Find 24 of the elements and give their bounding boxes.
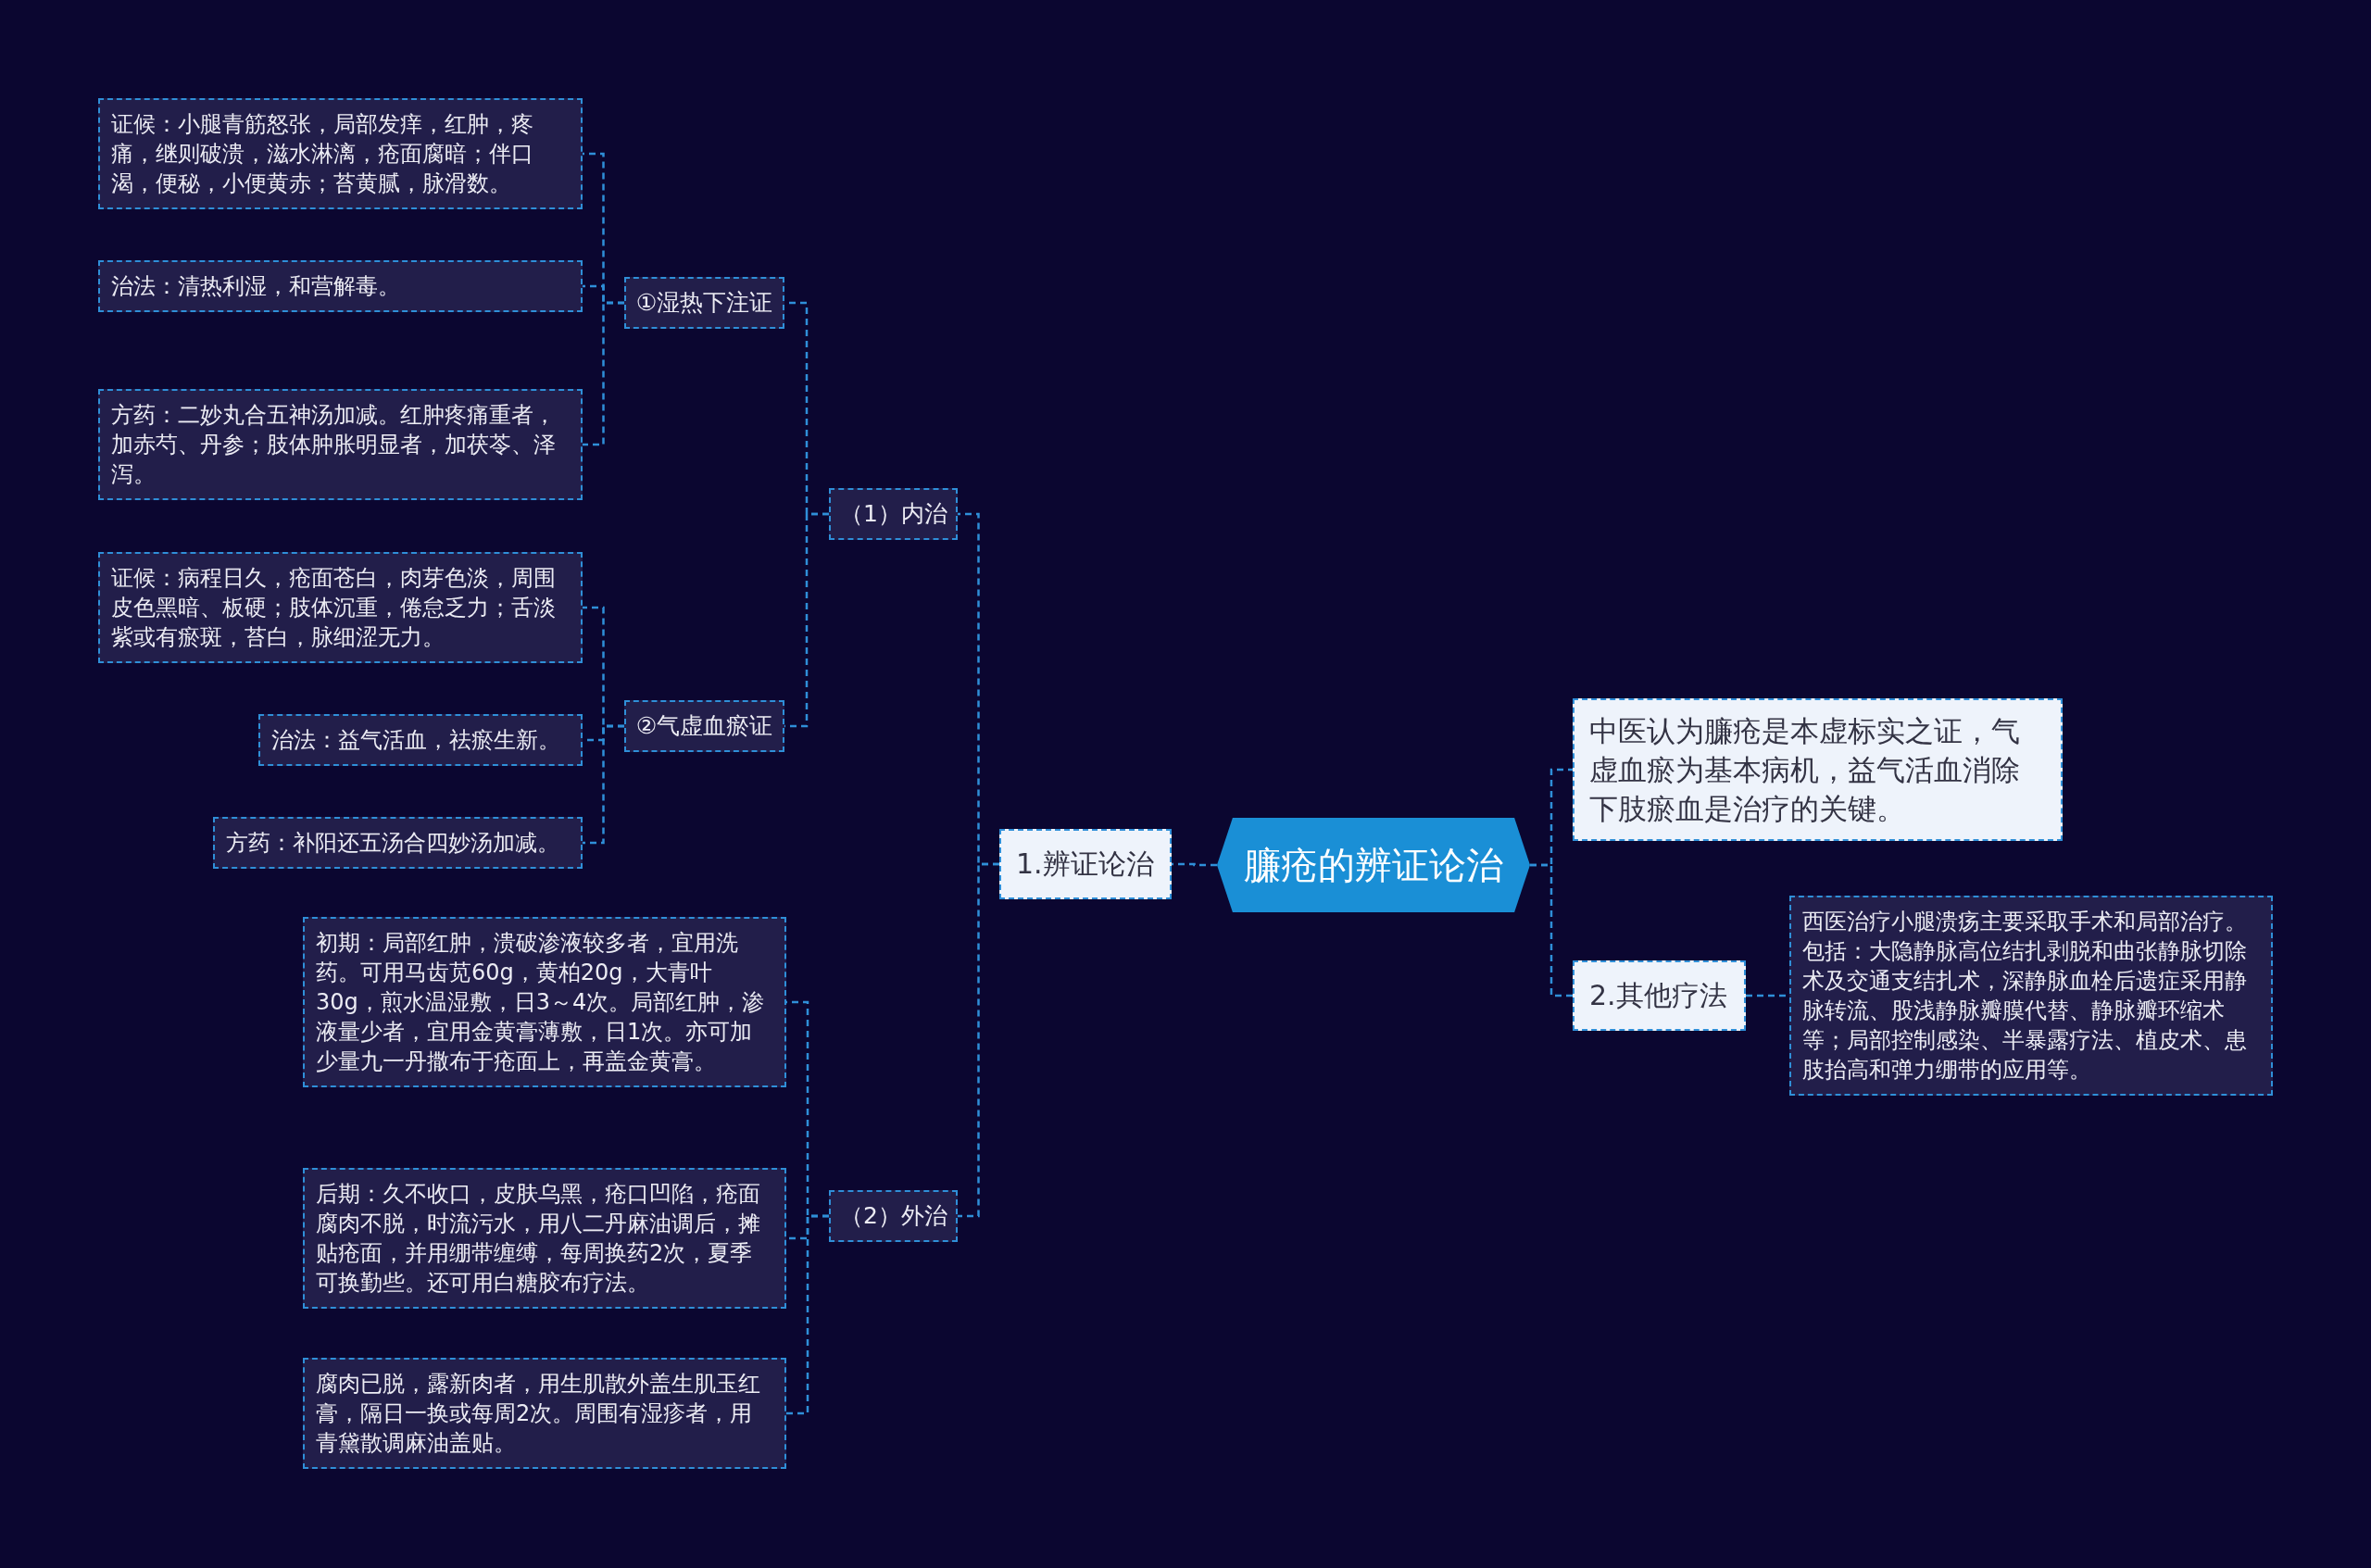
topic-box: 2.其他疗法 xyxy=(1573,960,1746,1031)
connector xyxy=(786,1214,829,1415)
note-box: 方药：二妙丸合五神汤加减。红肿疼痛重者，加赤芍、丹参；肢体肿胀明显者，加茯苓、泽泻。 xyxy=(98,389,583,500)
connector xyxy=(1172,862,1217,867)
note-box: 治法：益气活血，祛瘀生新。 xyxy=(258,714,583,766)
central-topic: 臁疮的辨证论治 xyxy=(1217,818,1530,912)
note-box: 治法：清热利湿，和营解毒。 xyxy=(98,260,583,312)
subtopic-box: （1）内治 xyxy=(829,488,958,540)
note-box: 证候：小腿青筋怒张，局部发痒，红肿，疼痛，继则破溃，滋水淋漓，疮面腐暗；伴口渴，便秘，小便黄赤；苔黄腻，脉滑数。 xyxy=(98,98,583,209)
subtopic-box: （2）外治 xyxy=(829,1190,958,1242)
topic-box: 中医认为臁疮是本虚标实之证，气虚血瘀为基本病机，益气活血消除下肢瘀血是治疗的关键。 xyxy=(1573,698,2063,841)
note-box: 初期：局部红肿，溃破渗液较多者，宜用洗药。可用马齿苋60g，黄柏20g，大青叶30g，煎水温湿敷，日3～4次。局部红肿，渗液量少者，宜用金黄膏薄敷，日1次。亦可加少量九一丹撒布于疮面上，再盖金黄膏。 xyxy=(303,917,786,1087)
note-box: 西医治疗小腿溃疡主要采取手术和局部治疗。包括：大隐静脉高位结扎剥脱和曲张静脉切除术及交通支结扎术，深静脉血栓后遗症采用静脉转流、股浅静脉瓣膜代替、静脉瓣环缩术等；局部控制感染、半暴露疗法、植皮术、患肢抬高和弹力绷带的应用等。 xyxy=(1789,896,2273,1096)
note-box: 方药：补阳还五汤合四妙汤加减。 xyxy=(213,817,583,869)
connector xyxy=(958,862,999,1218)
connector xyxy=(1530,863,1573,997)
subtopic-box: ②气虚血瘀证 xyxy=(624,700,784,752)
note-box: 证候：病程日久，疮面苍白，肉芽色淡，周围皮色黑暗、板硬；肢体沉重，倦怠乏力；舌淡紫或有瘀斑，苔白，脉细涩无力。 xyxy=(98,552,583,663)
connector xyxy=(583,724,624,845)
subtopic-box: ①湿热下注证 xyxy=(624,277,784,329)
topic-box: 1.辨证论治 xyxy=(999,829,1172,899)
note-box: 腐肉已脱，露新肉者，用生肌散外盖生肌玉红膏，隔日一换或每周2次。周围有湿疹者，用青黛散调麻油盖贴。 xyxy=(303,1358,786,1469)
connector xyxy=(583,301,624,446)
note-box: 后期：久不收口，皮肤乌黑，疮口凹陷，疮面腐肉不脱，时流污水，用八二丹麻油调后，摊贴疮面，并用绷带缠缚，每周换药2次，夏季可换勤些。还可用白糖胶布疗法。 xyxy=(303,1168,786,1309)
